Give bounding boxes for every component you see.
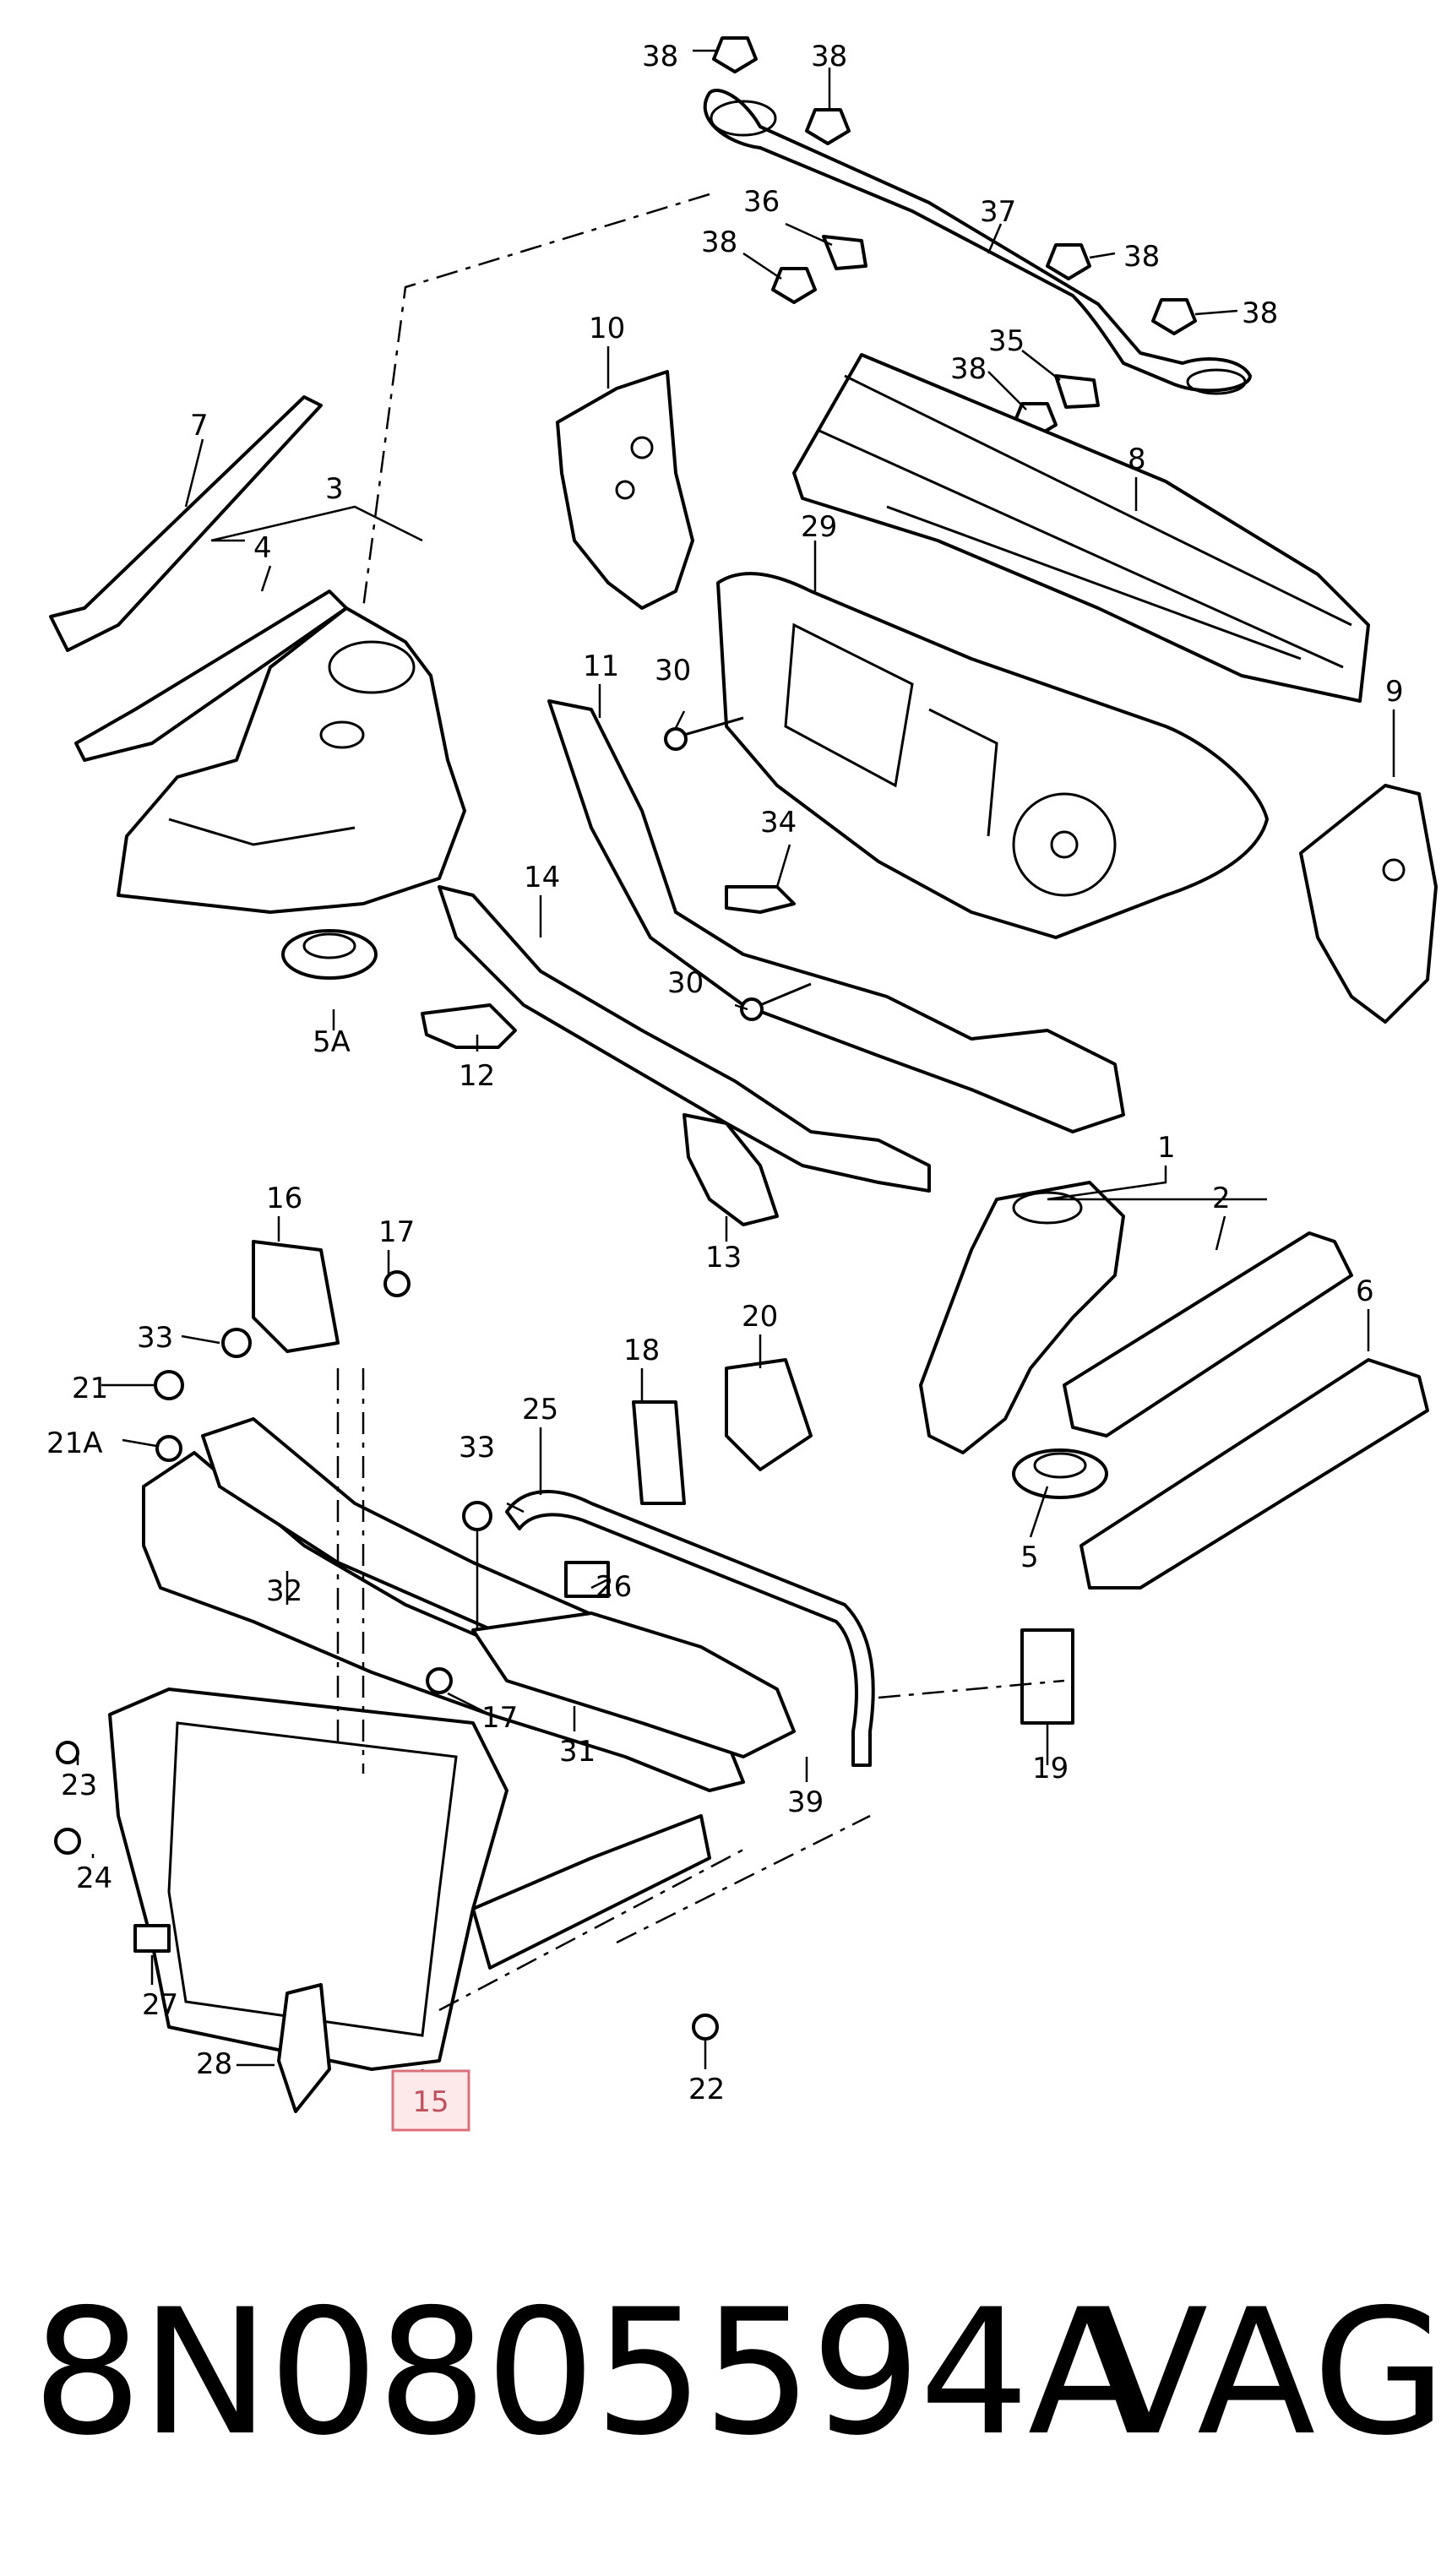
- side-panel: [547, 370, 1438, 1133]
- callout-38: 38: [950, 352, 987, 386]
- spring-seat: [281, 929, 378, 980]
- callout-4: 4: [253, 531, 272, 565]
- bracket: [822, 235, 1100, 409]
- rail: [421, 885, 931, 1226]
- callout-38: 38: [642, 40, 678, 73]
- cowl-panel: [792, 353, 1370, 703]
- callout-12: 12: [459, 1059, 495, 1093]
- screw: [664, 716, 812, 1021]
- callout-28: 28: [196, 2047, 232, 2081]
- callout-21: 21: [72, 1372, 108, 1405]
- callout-36: 36: [743, 185, 780, 219]
- callout-32: 32: [266, 1574, 302, 1608]
- strut-brace: [703, 88, 1252, 395]
- strut-tower-left: [49, 395, 466, 914]
- strut-tower-right: [919, 1181, 1429, 1590]
- callout-30: 30: [655, 654, 691, 687]
- callout-20: 20: [742, 1300, 778, 1334]
- callout-18: 18: [623, 1334, 660, 1367]
- callout-9: 9: [1385, 675, 1404, 709]
- callout-21A: 21A: [46, 1427, 103, 1460]
- callout-5A: 5A: [313, 1025, 351, 1059]
- assembly-lines: [336, 193, 1065, 2012]
- callout-6: 6: [1356, 1274, 1374, 1308]
- spring-seat: [1012, 1448, 1108, 1499]
- callout-23: 23: [61, 1769, 97, 1802]
- callout-17: 17: [481, 1701, 518, 1735]
- bracket: [133, 1240, 1074, 2113]
- screw: [54, 1270, 719, 2041]
- callout-11: 11: [583, 649, 619, 683]
- highlight-box: [391, 2069, 470, 2132]
- lock-carrier: [108, 1417, 796, 2071]
- leader-lines: [76, 49, 1395, 2095]
- callout-1: 1: [1157, 1131, 1176, 1165]
- tube-bar: [505, 1490, 875, 1767]
- callout-22: 22: [688, 2073, 725, 2106]
- callout-10: 10: [589, 312, 625, 345]
- callout-33: 33: [137, 1321, 173, 1355]
- callout-39: 39: [787, 1785, 824, 1819]
- callout-38: 38: [1123, 240, 1160, 274]
- callout-15: 15: [412, 2085, 449, 2119]
- callout-19: 19: [1032, 1752, 1069, 1785]
- callout-7: 7: [190, 409, 209, 443]
- callout-16: 16: [266, 1182, 302, 1215]
- callout-17: 17: [378, 1215, 415, 1249]
- highlighted-callout[interactable]: 15: [391, 2069, 470, 2132]
- bulkhead: [716, 572, 1269, 939]
- callout-2: 2: [1212, 1182, 1231, 1215]
- callout-26: 26: [595, 1570, 632, 1604]
- callout-30: 30: [667, 966, 704, 1000]
- exploded-parts-diagram: 38 38 36 38 37 38 38 35 38 8 10 29 11 30…: [46, 36, 1438, 2132]
- callout-25: 25: [522, 1393, 558, 1427]
- part-number: 8N0805594A: [32, 2273, 1146, 2474]
- callout-33: 33: [459, 1431, 495, 1465]
- callout-5: 5: [1020, 1541, 1039, 1574]
- callout-37: 37: [980, 195, 1016, 229]
- brand-label: VAG: [1090, 2273, 1447, 2474]
- callout-38: 38: [701, 226, 737, 259]
- diagram-canvas: 38 38 36 38 37 38 38 35 38 8 10 29 11 30…: [46, 36, 1438, 2132]
- callout-35: 35: [988, 324, 1025, 358]
- callout-8: 8: [1128, 443, 1146, 476]
- callout-38: 38: [811, 40, 847, 73]
- callout-24: 24: [76, 1861, 112, 1895]
- callout-29: 29: [801, 510, 837, 544]
- callout-31: 31: [559, 1735, 595, 1769]
- callout-13: 13: [705, 1241, 742, 1274]
- callout-38: 38: [1242, 296, 1278, 330]
- callout-3: 3: [325, 472, 344, 506]
- callout-34: 34: [760, 806, 797, 840]
- callout-27: 27: [142, 1988, 178, 2022]
- callout-labels: 38 38 36 38 37 38 38 35 38 8 10 29 11 30…: [46, 40, 1404, 2106]
- callout-14: 14: [524, 861, 560, 894]
- nut: [712, 36, 1197, 439]
